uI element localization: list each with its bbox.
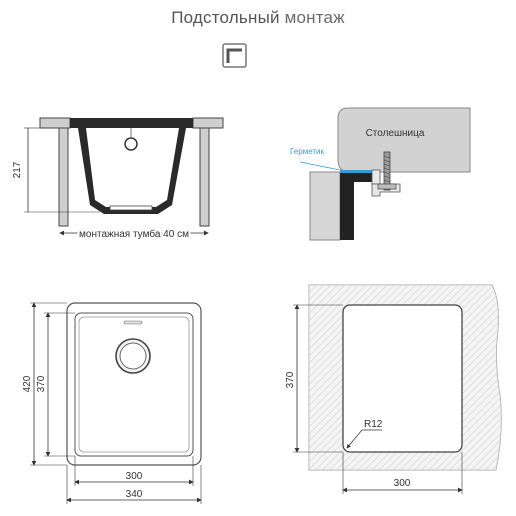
plan-outer-height-label: 420 [22, 375, 33, 392]
sink-section-view: 217 монтажная тумба 40 см [12, 117, 224, 242]
cutout-height-label: 370 [285, 371, 296, 388]
plan-inner-width-label: 300 [126, 471, 143, 482]
mounting-detail-view: Столешница Герметик [290, 107, 471, 241]
cabinet-width-label: монтажная тумба 40 см [79, 228, 189, 240]
cutout-radius-label: R12 [364, 419, 383, 430]
countertop-label: Столешница [366, 128, 425, 139]
title-main: Подстольный [171, 8, 280, 27]
plan-outer-width-label: 340 [126, 489, 143, 500]
sink-plan-view: 420 370 300 340 [22, 302, 202, 504]
cutout-width-label: 300 [394, 478, 411, 489]
cutout-template-view: 370 300 R12 [285, 284, 502, 494]
plan-inner-height-label: 370 [36, 375, 47, 392]
title-sub: монтаж [284, 8, 345, 27]
sealant-label: Герметик [290, 147, 325, 156]
section-height-label: 217 [12, 161, 23, 178]
undermount-icon [222, 43, 247, 68]
page-title: Подстольный монтаж [0, 8, 516, 28]
